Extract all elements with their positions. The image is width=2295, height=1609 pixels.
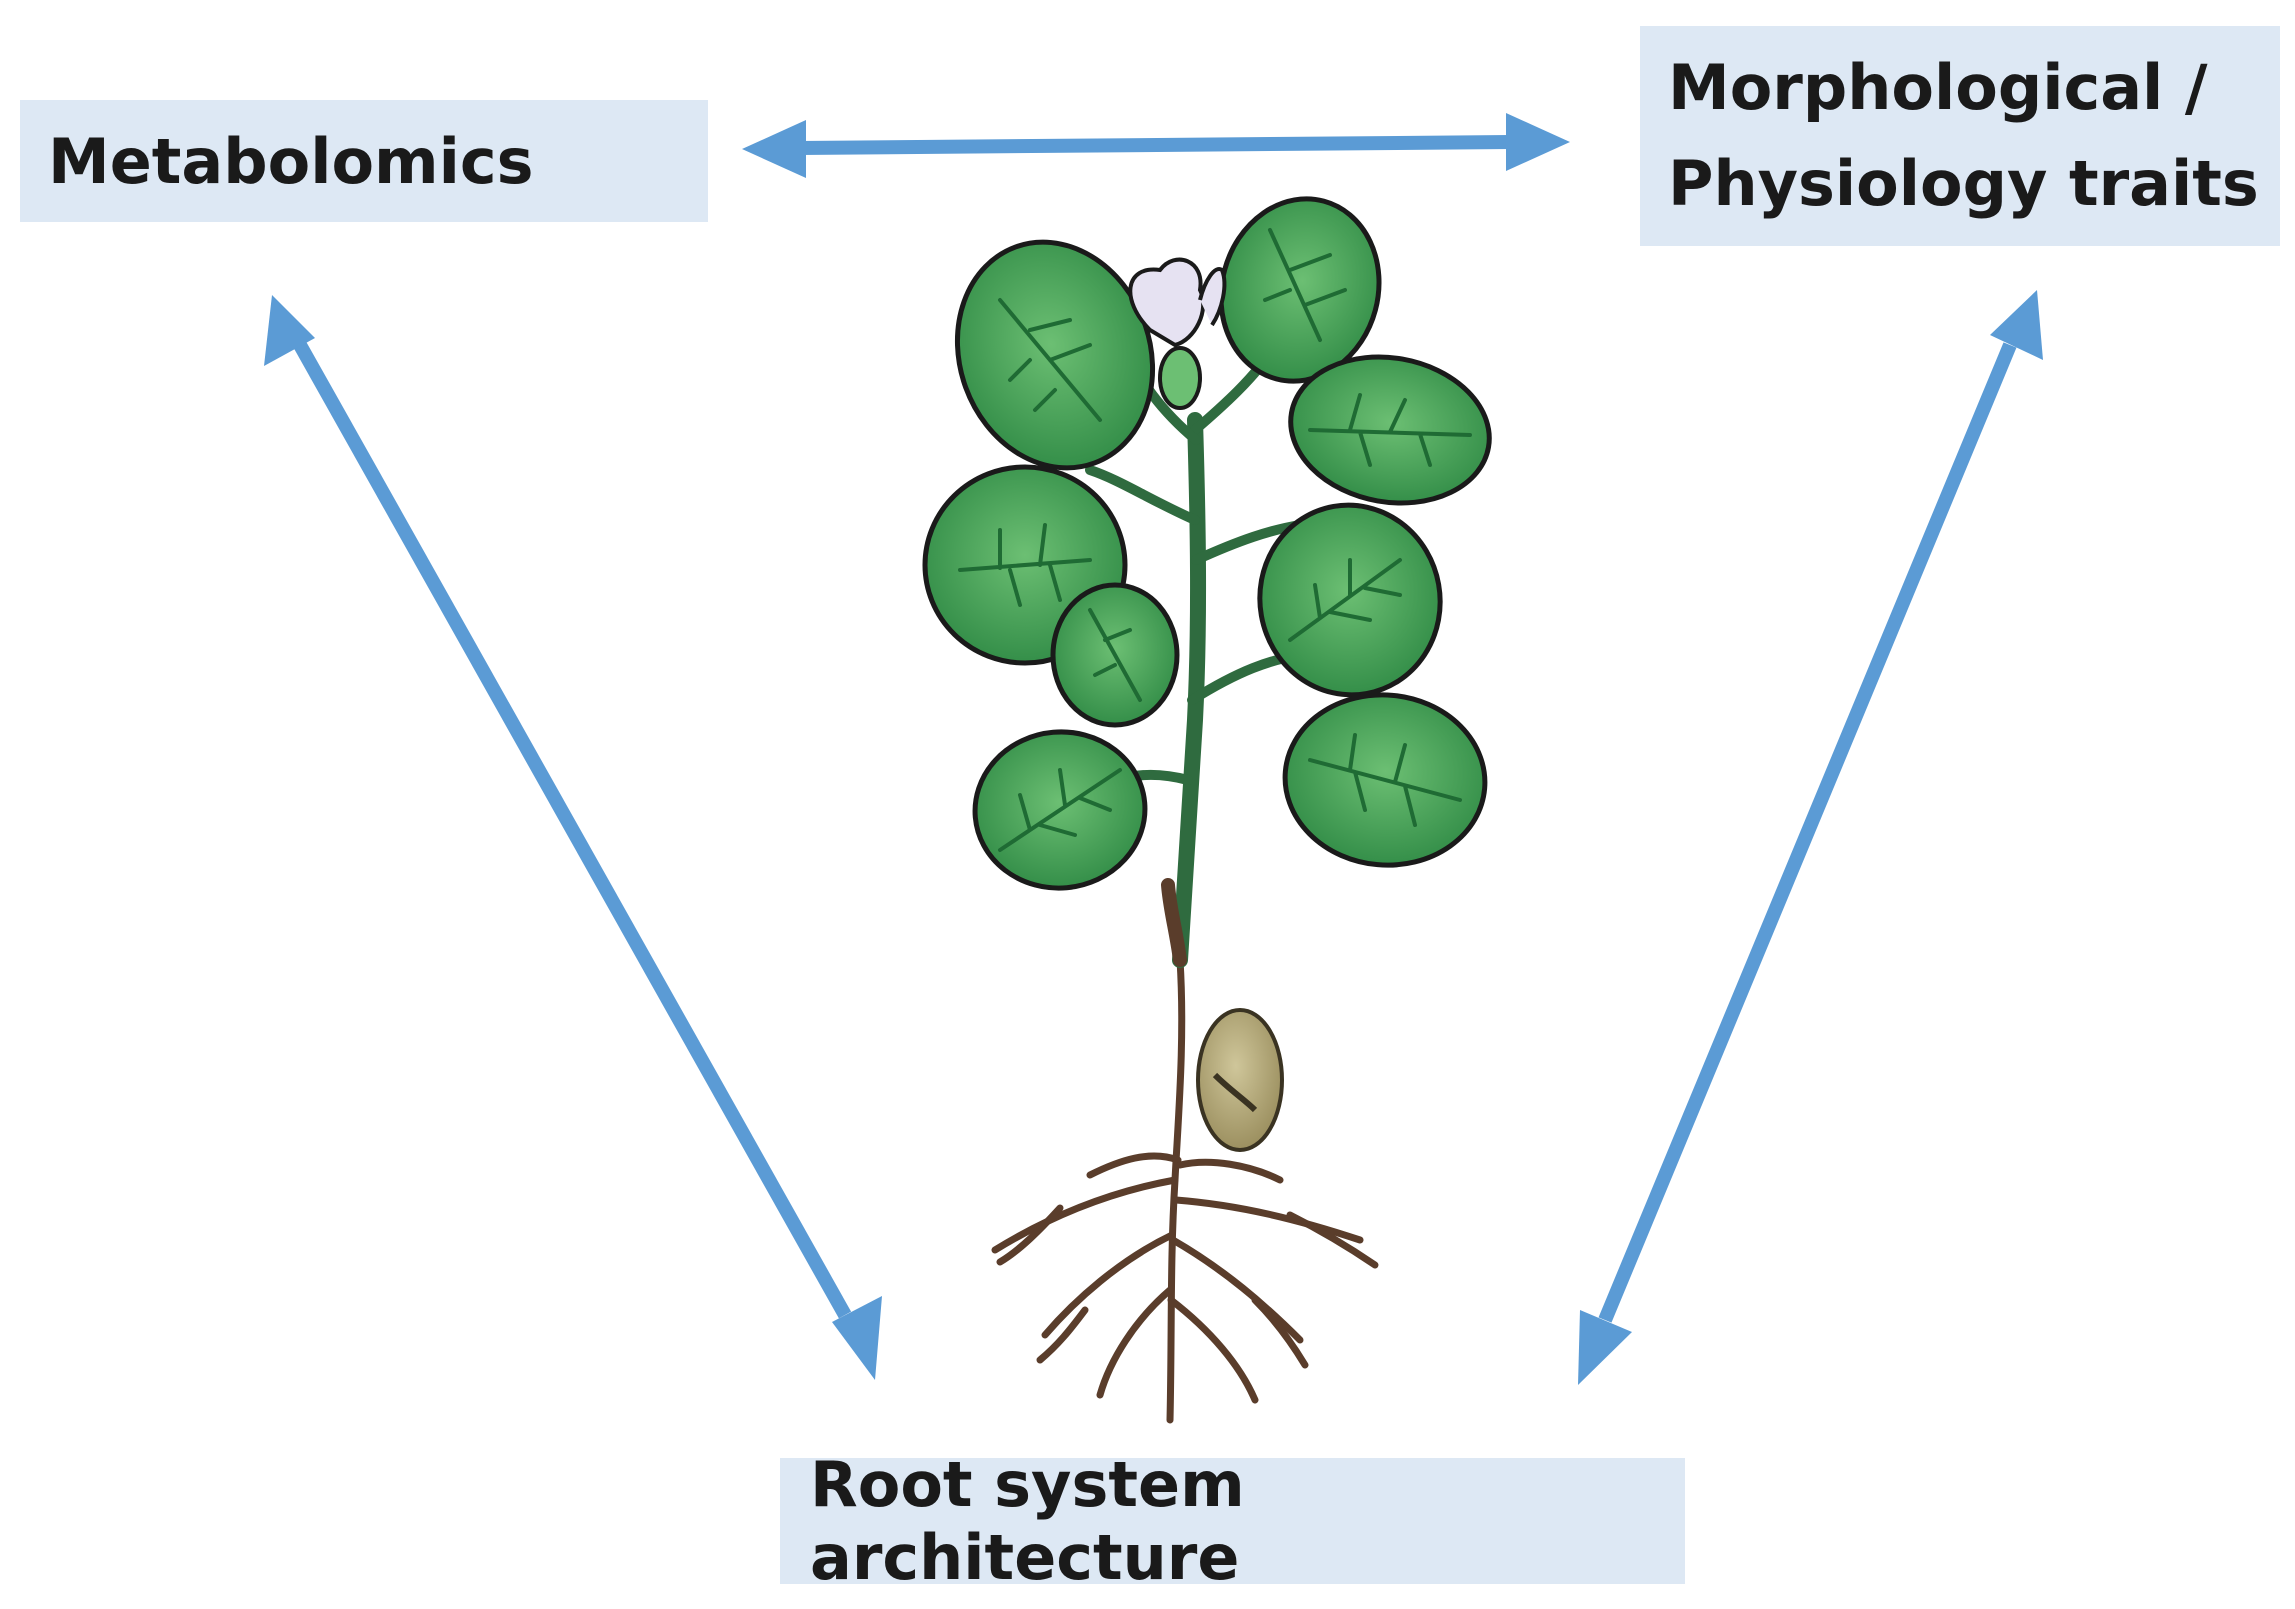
traits-label-line2: Physiology traits [1668,147,2259,220]
arrow-metabolomics-root [264,295,882,1380]
arrow-traits-root [1578,290,2043,1385]
leaf [1218,196,1382,384]
root-system-label: Root system architecture [810,1448,1245,1594]
metabolomics-label: Metabolomics [48,124,534,198]
metabolomics-box: Metabolomics [20,100,708,222]
stem [1172,412,1207,968]
leaf [1257,502,1443,698]
leaf [954,239,1156,471]
flower [1128,257,1227,410]
plant-illustration [922,196,1492,1424]
seed [1196,1008,1284,1152]
arrow-metabolomics-traits [742,113,1570,178]
roots [991,956,1379,1424]
traits-box: Morphological / Physiology traits [1640,26,2280,246]
traits-label-line1: Morphological / [1668,51,2208,124]
root-system-box: Root system architecture [780,1448,1685,1594]
